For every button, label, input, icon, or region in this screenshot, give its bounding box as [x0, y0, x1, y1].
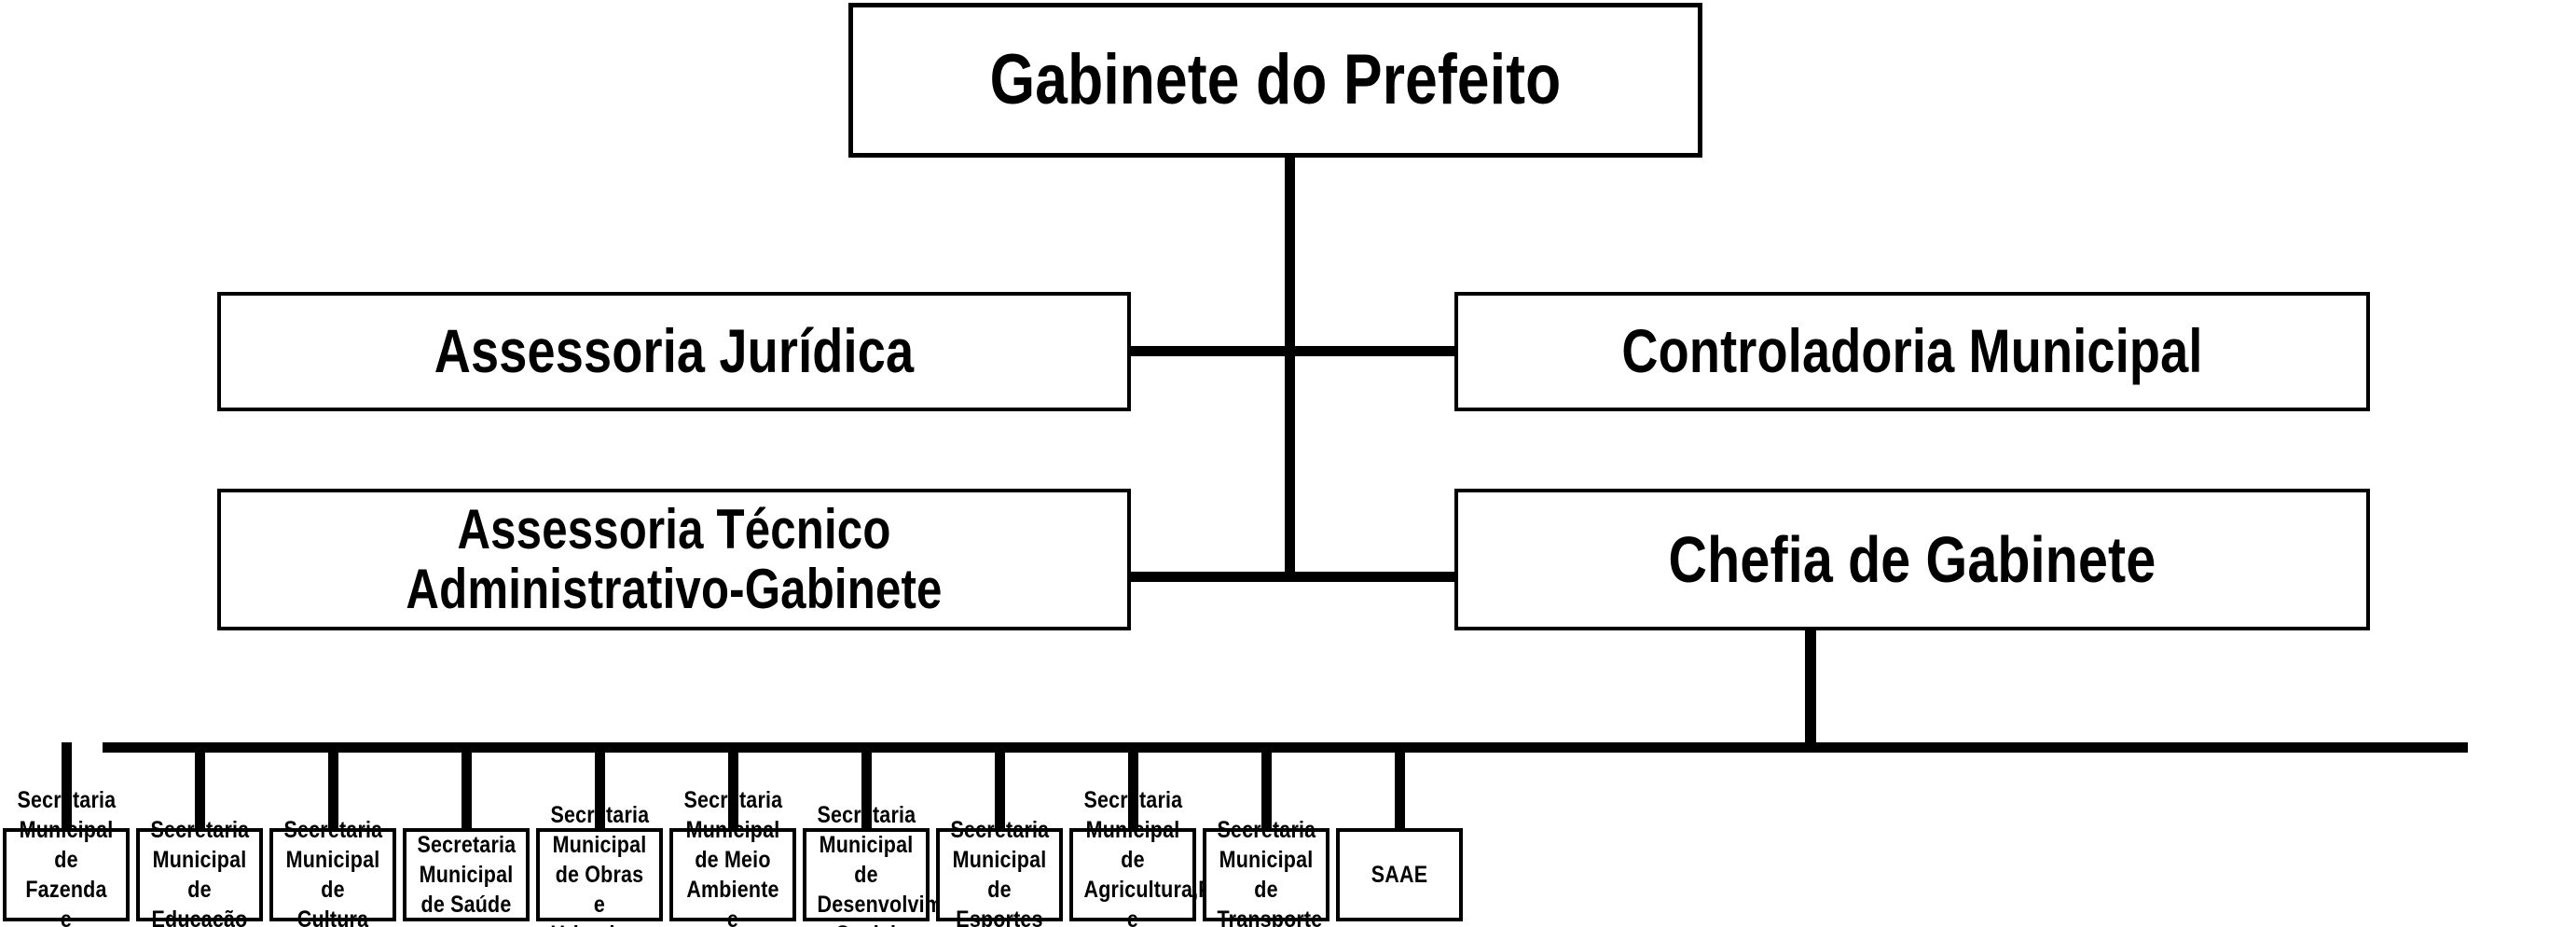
secretaria-node-label: SAAE	[1371, 862, 1428, 888]
connector-chefia-drop	[1805, 629, 1816, 750]
secretaria-node[interactable]: Secretaria Municipal de Educação	[136, 817, 263, 927]
secretaria-node-label: Secretaria Municipal de Educação	[150, 817, 250, 927]
node-assessoria-tecnico-administrativo-gabinete[interactable]: Assessoria Técnico Administrativo-Gabine…	[217, 489, 1131, 630]
connector-secretaria-drop	[995, 742, 1005, 832]
connector-secretaria-drop	[1395, 742, 1405, 832]
node-assessoria-juridica-label: Assessoria Jurídica	[434, 316, 915, 386]
secretaria-node-label: Secretaria Municipal de Obras e Urbanism…	[550, 802, 657, 927]
secretaria-node-label: Secretaria Municipal de Saúde	[417, 832, 517, 918]
connector-secretaria-drop	[728, 742, 738, 832]
secretaria-node[interactable]: Secretaria Municipal de Desenvolvimento …	[803, 802, 985, 927]
node-controladoria-municipal[interactable]: Controladoria Municipal	[1454, 292, 2370, 411]
connector-secretaria-drop	[1128, 742, 1138, 832]
node-assessoria-tecnico-administrativo-gabinete-label: Assessoria Técnico Administrativo-Gabine…	[406, 498, 943, 620]
secretaria-node[interactable]: Secretaria Municipal de Esportes	[936, 817, 1063, 927]
secretaria-node-label: Secretaria Municipal de Meio Ambiente e …	[683, 787, 783, 927]
connector-tier3-arm	[1127, 572, 1458, 582]
node-gabinete-do-prefeito-label: Gabinete do Prefeito	[989, 39, 1562, 119]
connector-secretaria-drop	[461, 742, 472, 832]
connector-bus-bar	[103, 742, 2468, 753]
secretaria-node-label: Secretaria Municipal de Esportes	[950, 817, 1050, 927]
connector-root-trunk	[1285, 155, 1295, 582]
secretaria-node-label: Secretaria Municipal de Agricultura,Pecu…	[1083, 787, 1284, 927]
connector-secretaria-drop	[1261, 742, 1272, 832]
secretaria-node[interactable]: Secretaria Municipal de Meio Ambiente e …	[669, 787, 796, 927]
secretaria-node-label: Secretaria Municipal de Desenvolvimento …	[817, 802, 986, 927]
secretaria-node[interactable]: Secretaria Municipal de Obras e Urbanism…	[536, 802, 663, 927]
secretaria-node[interactable]: Secretaria Municipal de Agricultura,Pecu…	[1069, 787, 1283, 927]
node-chefia-de-gabinete-label: Chefia de Gabinete	[1668, 522, 2156, 596]
secretaria-node[interactable]: SAAE	[1336, 828, 1463, 921]
secretaria-node-label: Secretaria Municipal de Cultura	[283, 817, 383, 927]
node-chefia-de-gabinete[interactable]: Chefia de Gabinete	[1454, 489, 2370, 630]
secretaria-node[interactable]: Secretaria Municipal de Fazenda e Admini…	[3, 787, 130, 927]
connector-secretaria-drop	[595, 742, 605, 832]
secretaria-node[interactable]: Secretaria Municipal de Transporte	[1203, 817, 1329, 927]
connector-secretaria-drop	[328, 742, 338, 832]
secretaria-node-label: Secretaria Municipal de Transporte	[1217, 817, 1323, 927]
node-gabinete-do-prefeito[interactable]: Gabinete do Prefeito	[848, 3, 1702, 158]
secretaria-node-label: Secretaria Municipal de Fazenda e Admini…	[17, 787, 117, 927]
connector-secretaria-drop	[62, 742, 72, 832]
secretaria-node[interactable]: Secretaria Municipal de Cultura	[269, 817, 396, 927]
connector-tier2-arm	[1127, 346, 1458, 356]
node-assessoria-juridica[interactable]: Assessoria Jurídica	[217, 292, 1131, 411]
node-controladoria-municipal-label: Controladoria Municipal	[1621, 316, 2203, 386]
secretaria-node[interactable]: Secretaria Municipal de Saúde	[403, 828, 530, 921]
connector-secretaria-drop	[861, 742, 872, 832]
connector-secretaria-drop	[195, 742, 205, 832]
